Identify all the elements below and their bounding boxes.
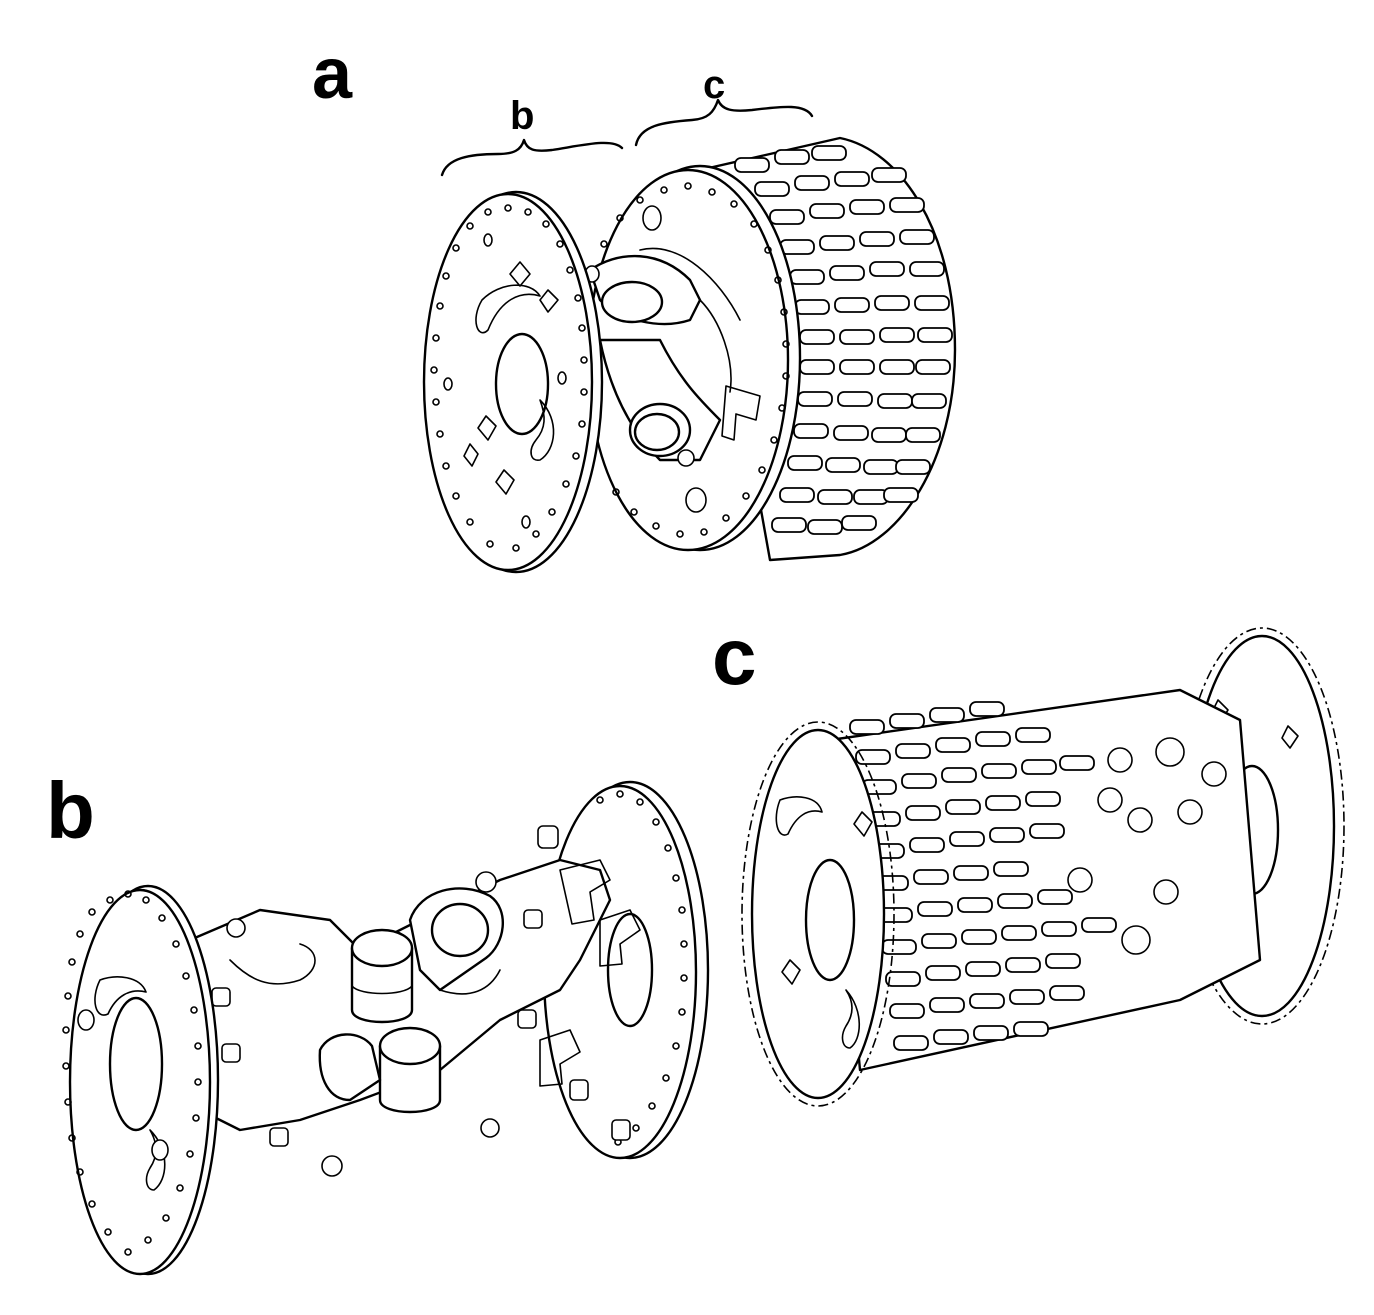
panel-b-frame (188, 825, 641, 1177)
panel-label-c: c (712, 612, 757, 701)
brace-label-b: b (510, 94, 534, 138)
panel-b-left-disc (62, 884, 220, 1276)
brace-c: c (634, 63, 814, 147)
left-disc (422, 190, 604, 574)
joint-module-drawing (62, 780, 710, 1276)
panel-c: c (712, 612, 1345, 1107)
left-disc-holes (430, 204, 588, 552)
brace-label-c: c (703, 63, 725, 107)
brace-b: b (440, 94, 624, 177)
panel-b: b (46, 766, 710, 1276)
panel-c-front-disc (741, 721, 895, 1107)
panel-b-left-disc-holes (62, 890, 202, 1256)
right-disc-holes (600, 182, 790, 538)
roller-module-drawing (741, 627, 1345, 1107)
panel-label-b: b (46, 766, 95, 855)
panel-label-a: a (312, 34, 353, 114)
assembled-robot-drawing (422, 136, 957, 574)
joint-assembly (584, 247, 741, 467)
panel-a: a b c (312, 34, 957, 574)
